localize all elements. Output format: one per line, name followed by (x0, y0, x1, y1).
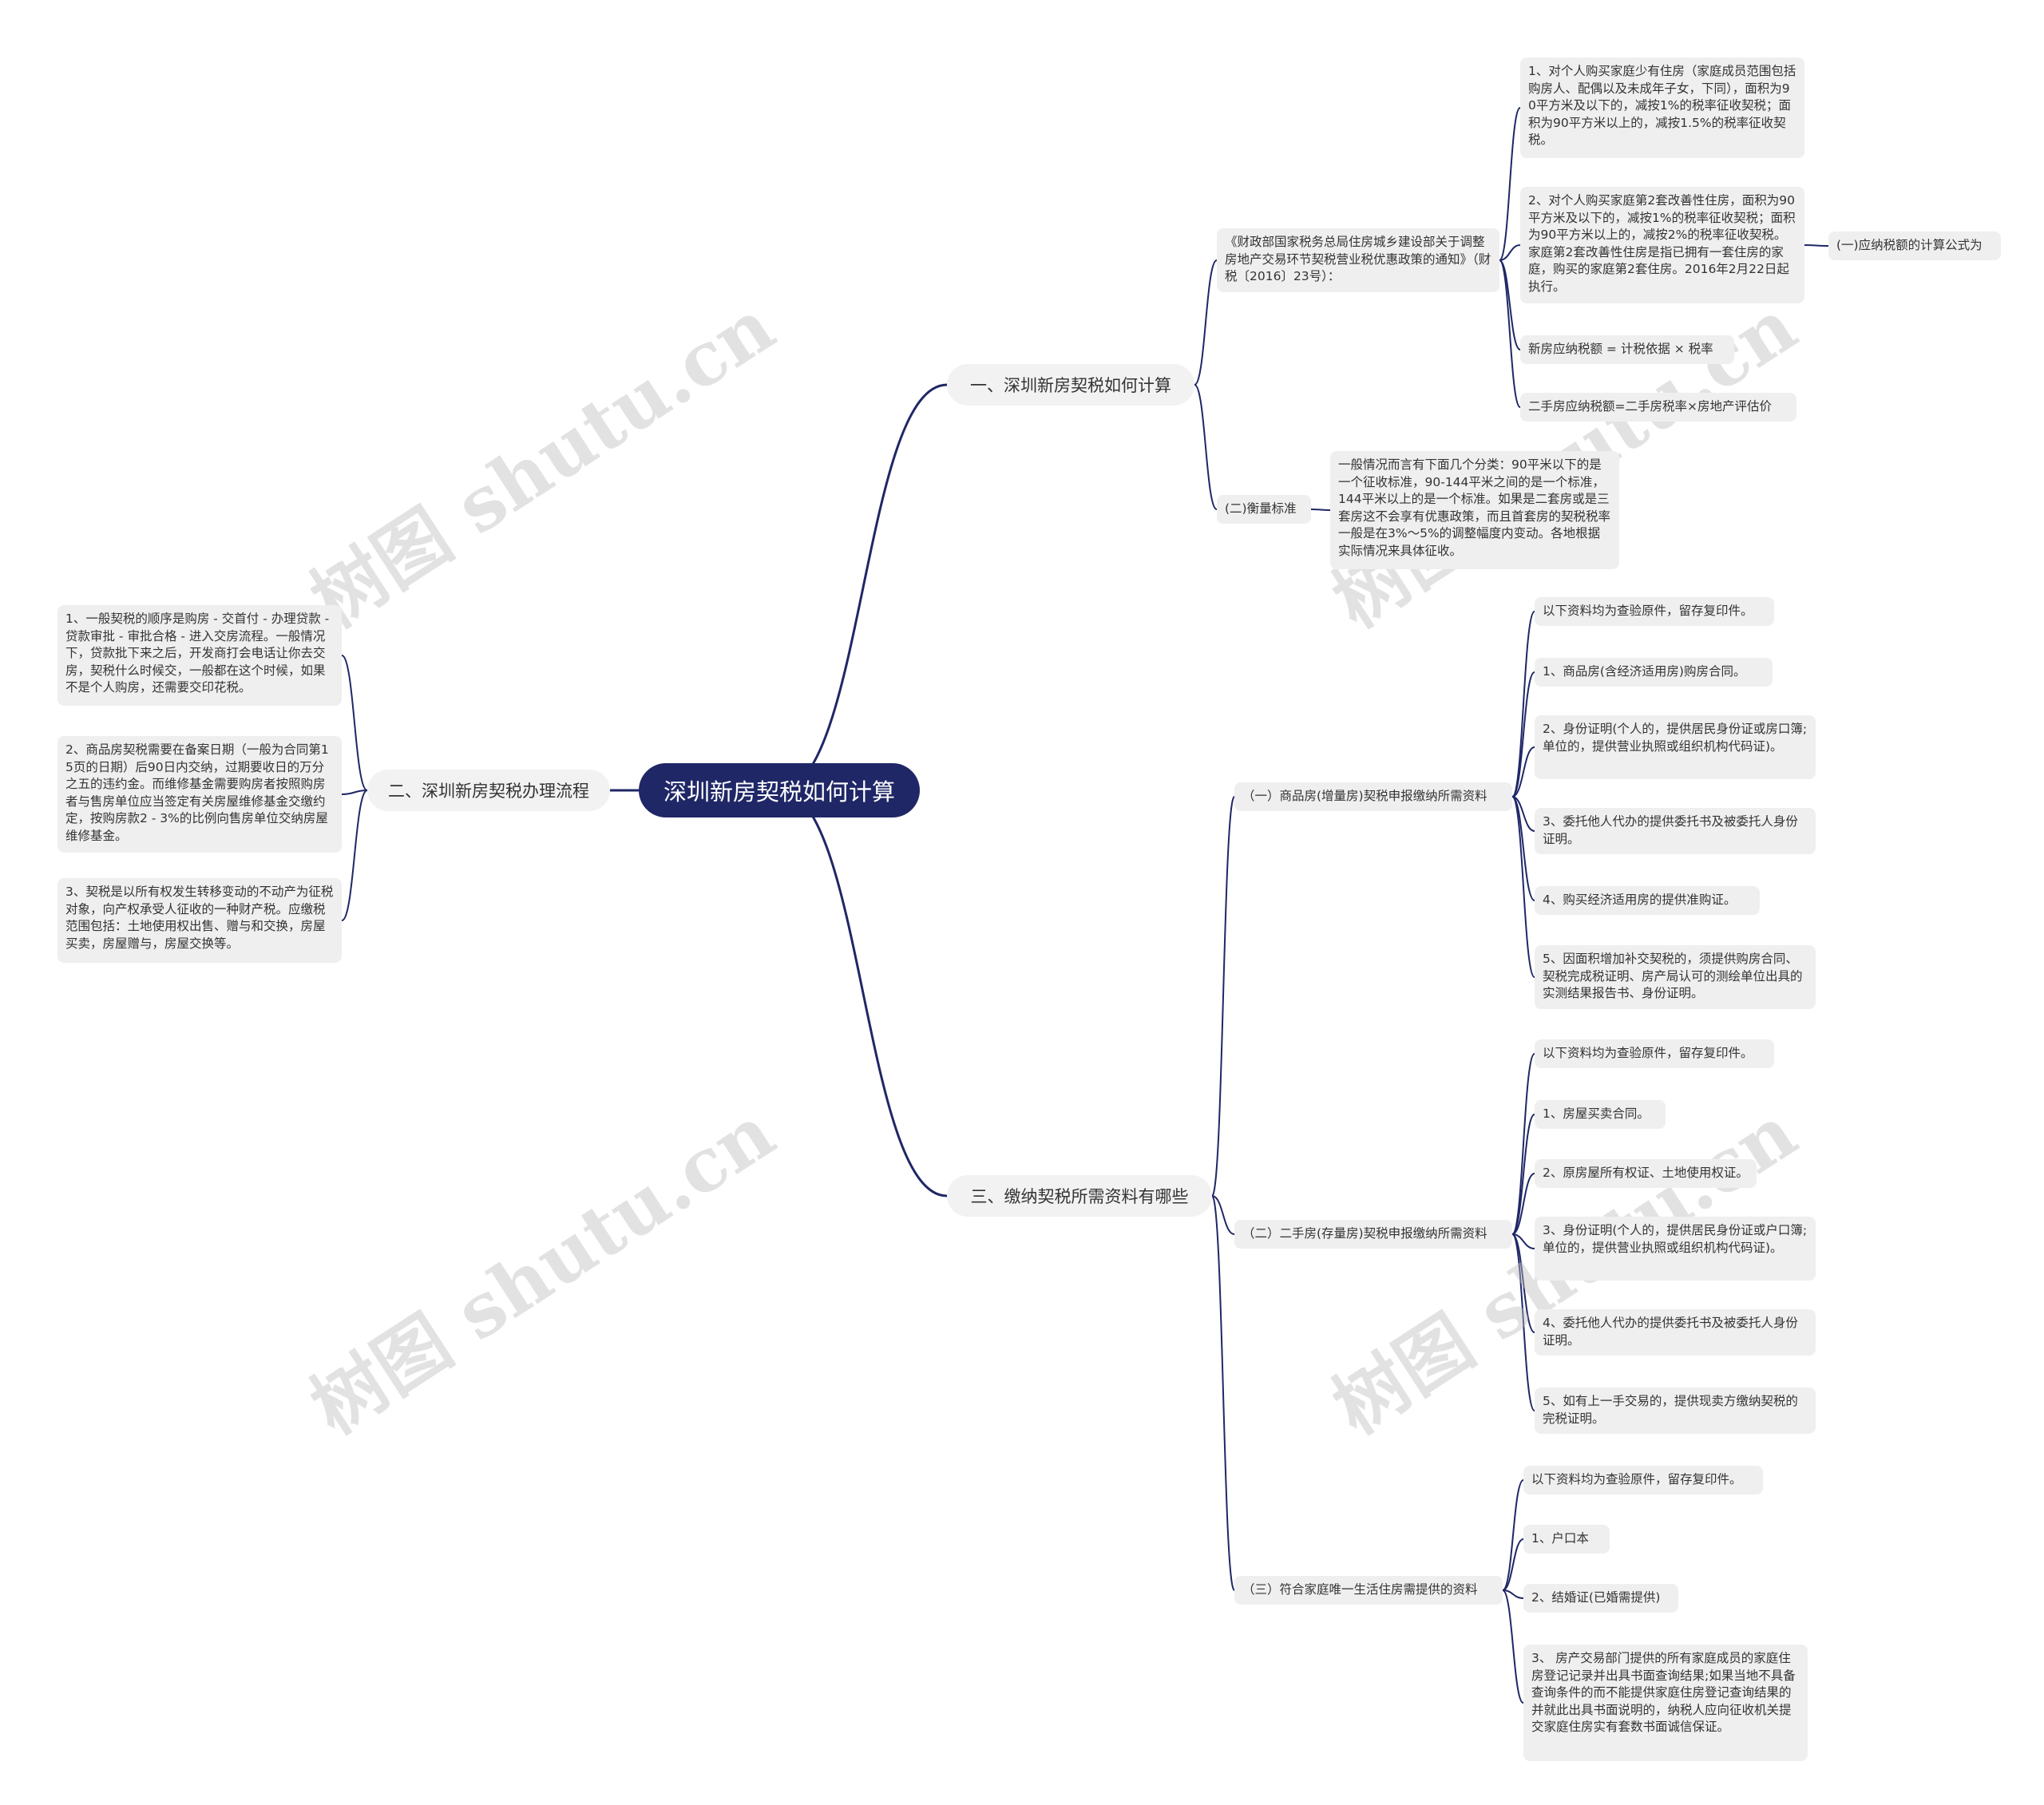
process-item[interactable]: 3、契税是以所有权发生转移变动的不动产为征税对象，向产权承受人征收的一种财产税。… (57, 878, 342, 963)
material-item[interactable]: 3、委托他人代办的提供委托书及被委托人身份证明。 (1535, 808, 1816, 854)
policy-node[interactable]: 《财政部国家税务总局住房城乡建设部关于调整房地产交易环节契税营业税优惠政策的通知… (1217, 228, 1499, 292)
connector-line (1211, 1195, 1235, 1591)
material-item[interactable]: 3、身份证明(个人的，提供居民身份证或户口簿;单位的，提供营业执照或组织机构代码… (1535, 1217, 1816, 1281)
connector-line (1499, 259, 1521, 408)
connector-line (1511, 611, 1535, 798)
material-item[interactable]: 5、因面积增加补交契税的，须提供购房合同、契税完成税证明、房产局认可的测绘单位出… (1535, 945, 1816, 1009)
connector-line (1502, 1589, 1524, 1704)
policy-item[interactable]: 1、对个人购买家庭少有住房（家庭成员范围包括购房人、配偶以及未成年子女，下同），… (1520, 57, 1804, 158)
material-item[interactable]: 以下资料均为查验原件，留存复印件。 (1523, 1466, 1763, 1494)
connector-line (1511, 1233, 1535, 1411)
connector-line (778, 383, 948, 792)
materials-group[interactable]: （一）商品房(增量房)契税申报缴纳所需资料 (1234, 782, 1512, 811)
connector-line (1511, 796, 1535, 832)
connector-line (1511, 671, 1535, 798)
material-item[interactable]: 4、购买经济适用房的提供准购证。 (1535, 886, 1760, 915)
connector-line (1194, 259, 1218, 386)
connector-line (341, 655, 368, 791)
material-item[interactable]: 5、如有上一手交易的，提供现卖方缴纳契税的完税证明。 (1535, 1387, 1816, 1434)
material-item[interactable]: 2、身份证明(个人的，提供居民身份证或房口簿;单位的，提供营业执照或组织机构代码… (1535, 715, 1816, 779)
connector-line (1194, 384, 1218, 510)
connector-line (1511, 796, 1535, 978)
connector-line (1511, 746, 1535, 798)
material-item[interactable]: 以下资料均为查验原件，留存复印件。 (1535, 1039, 1774, 1068)
material-item[interactable]: 1、房屋买卖合同。 (1535, 1100, 1666, 1129)
connector-line (1499, 107, 1521, 261)
process-item[interactable]: 2、商品房契税需要在备案日期（一般为合同第15页的日期）后90日内交纳，过期要收… (57, 736, 342, 853)
standard-text[interactable]: 一般情况而言有下面几个分类：90平米以下的是一个征收标准，90-144平米之间的… (1330, 451, 1619, 569)
material-item[interactable]: 1、户口本 (1523, 1525, 1610, 1554)
branch-calc[interactable]: 一、深圳新房契税如何计算 (947, 364, 1194, 406)
connector-line (1511, 1233, 1535, 1333)
standard-node[interactable]: (二)衡量标准 (1217, 495, 1311, 524)
connector-line (1502, 1589, 1524, 1599)
material-item[interactable]: 2、结婚证(已婚需提供) (1523, 1584, 1678, 1613)
connector-line (341, 790, 368, 795)
connector-line (1511, 1233, 1535, 1249)
connector-line (1502, 1538, 1524, 1591)
connector-line (1502, 1479, 1524, 1591)
connector-line (1511, 1114, 1535, 1235)
connector-line (1511, 1173, 1535, 1235)
connector-line (778, 789, 948, 1197)
material-item[interactable]: 4、委托他人代办的提供委托书及被委托人身份证明。 (1535, 1309, 1816, 1356)
connector-line (1310, 509, 1331, 511)
connector-line (1211, 1195, 1235, 1235)
branch-materials[interactable]: 三、缴纳契税所需资料有哪些 (947, 1175, 1212, 1217)
connector-line (341, 790, 368, 921)
connector-line (1804, 244, 1829, 247)
policy-item[interactable]: 2、对个人购买家庭第2套改善性住房，面积为90平方米及以下的，减按1%的税率征收… (1520, 187, 1804, 303)
connector-line (1499, 244, 1521, 261)
branch-process[interactable]: 二、深圳新房契税办理流程 (367, 770, 610, 811)
material-item[interactable]: 1、商品房(含经济适用房)购房合同。 (1535, 658, 1773, 687)
materials-group[interactable]: （三）符合家庭唯一生活住房需提供的资料 (1234, 1576, 1503, 1605)
formula-node[interactable]: (一)应纳税额的计算公式为 (1828, 232, 2001, 260)
material-item[interactable]: 2、原房屋所有权证、土地使用权证。 (1535, 1159, 1757, 1188)
policy-item[interactable]: 新房应纳税额 = 计税依据 × 税率 (1520, 335, 1734, 364)
material-item[interactable]: 以下资料均为查验原件，留存复印件。 (1535, 597, 1774, 626)
connector-line (1211, 796, 1235, 1197)
materials-group[interactable]: （二）二手房(存量房)契税申报缴纳所需资料 (1234, 1220, 1512, 1249)
policy-item[interactable]: 二手房应纳税额=二手房税率×房地产评估价 (1520, 393, 1796, 422)
process-item[interactable]: 1、一般契税的顺序是购房 - 交首付 - 办理贷款 - 贷款审批 - 审批合格 … (57, 605, 342, 706)
root-topic[interactable]: 深圳新房契税如何计算 (639, 763, 920, 817)
material-item[interactable]: 3、 房产交易部门提供的所有家庭成员的家庭住房登记记录并出具书面查询结果;如果当… (1523, 1645, 1808, 1761)
